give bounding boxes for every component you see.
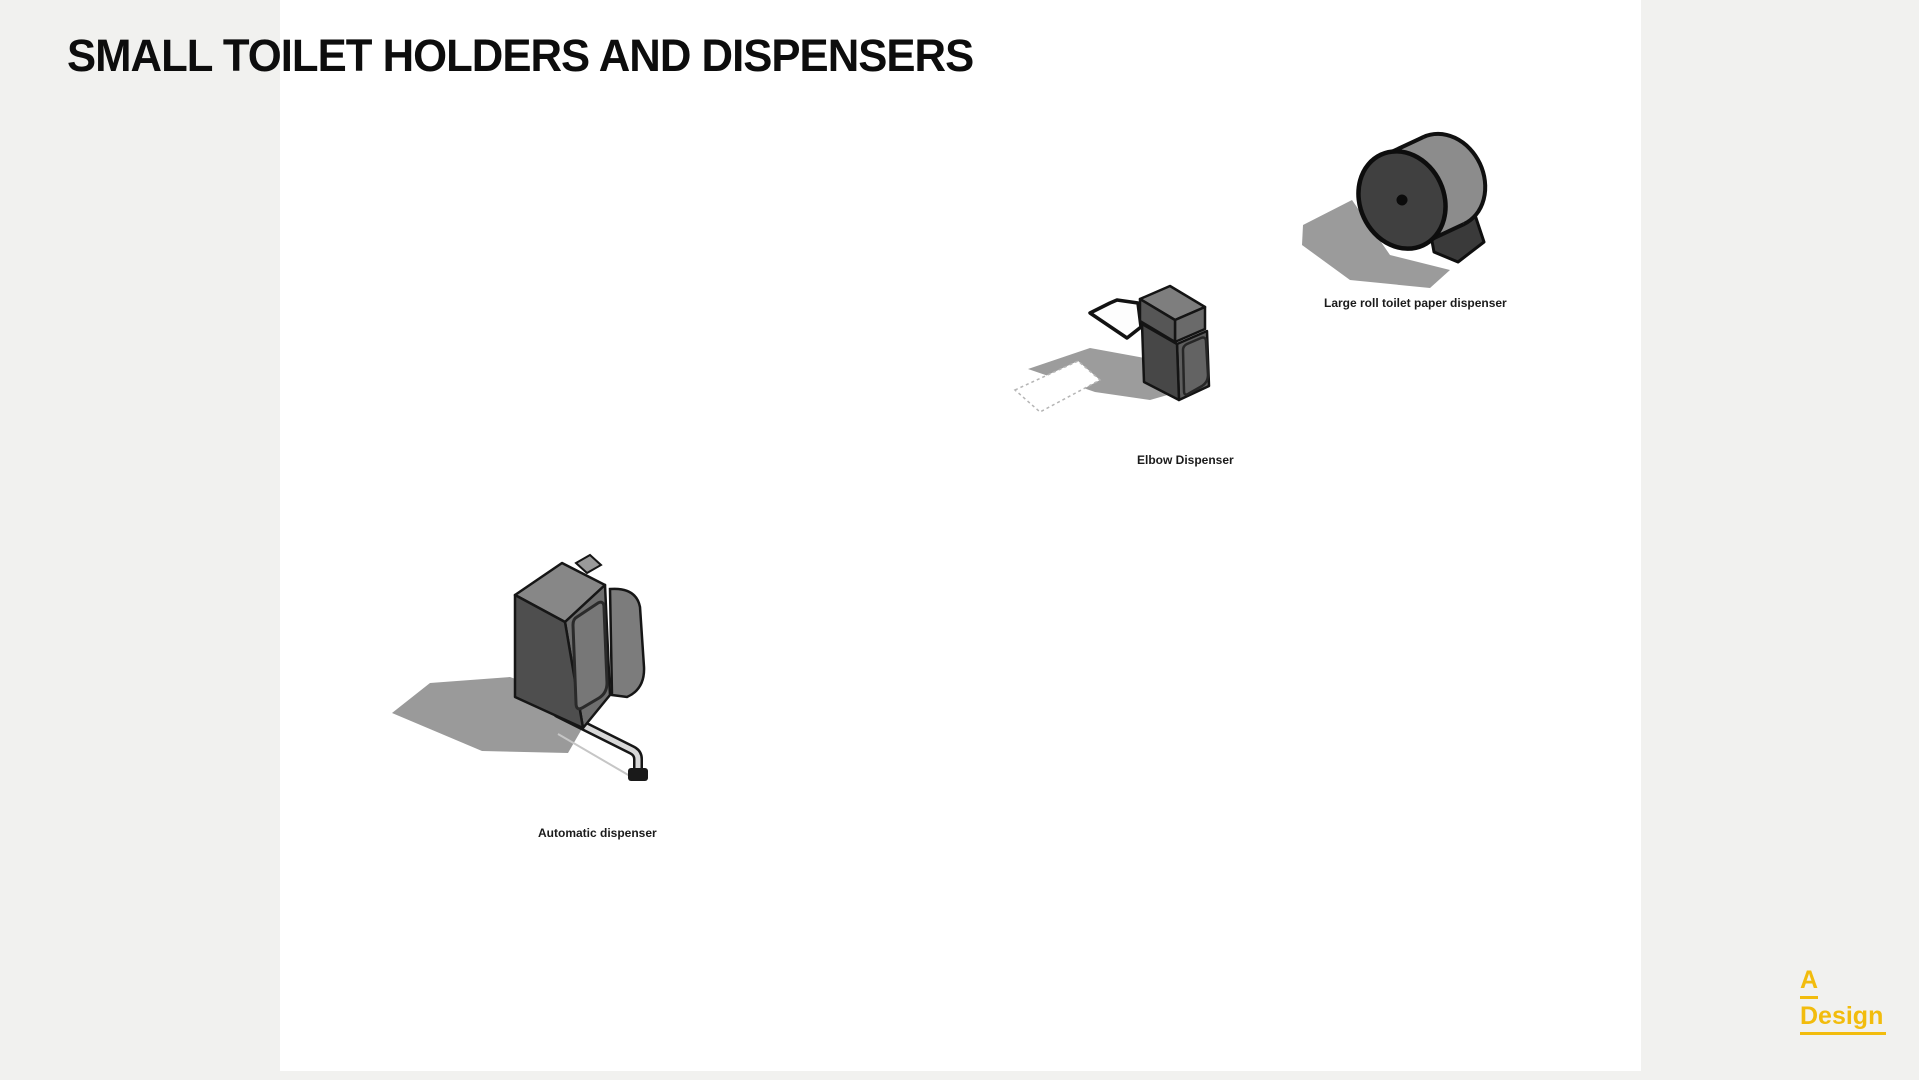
brand-logo-link[interactable]: A Design (1800, 968, 1887, 1040)
label-large-roll-dispenser: Large roll toilet paper dispenser (1324, 296, 1507, 310)
brand-logo-line2: Design (1800, 1004, 1887, 1035)
figure-automatic-dispenser[interactable] (370, 545, 690, 845)
brand-logo-line1: A (1800, 968, 1819, 999)
label-elbow-dispenser: Elbow Dispenser (1137, 453, 1234, 467)
page-title: SMALL TOILET HOLDERS AND DISPENSERS (67, 30, 974, 81)
automatic-dispenser-illustration (392, 553, 648, 781)
large-roll-dispenser-shadow (1302, 200, 1450, 288)
large-roll-dispenser-illustration (1302, 131, 1488, 288)
label-automatic-dispenser: Automatic dispenser (538, 826, 657, 840)
figure-elbow-dispenser[interactable] (1000, 270, 1240, 445)
figure-large-roll-dispenser[interactable] (1290, 100, 1520, 290)
elbow-dispenser-illustration (1013, 284, 1211, 413)
